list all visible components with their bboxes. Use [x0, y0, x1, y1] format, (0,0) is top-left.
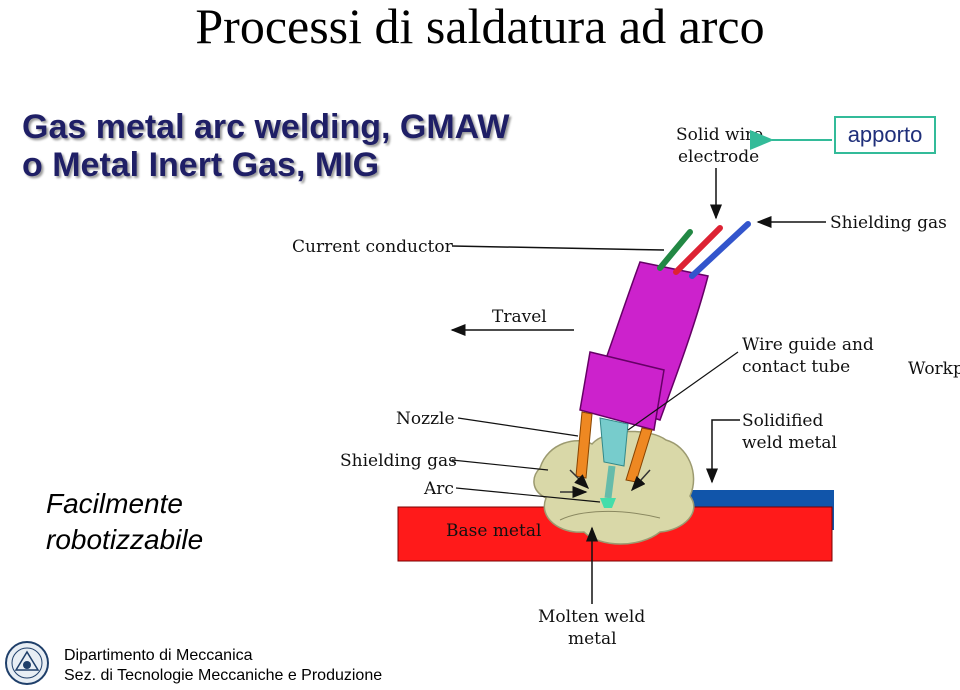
label-nozzle: Nozzle — [396, 409, 455, 429]
page-title: Processi di saldatura ad arco — [195, 0, 765, 54]
label-solid-wire-2: electrode — [678, 147, 759, 167]
note-line-2: robotizzabile — [46, 524, 204, 555]
robotizable-note: Facilmente robotizzabile — [46, 486, 203, 558]
footer: Dipartimento di Meccanica Sez. di Tecnol… — [64, 646, 382, 686]
label-shielding-gas-top: Shielding gas — [830, 213, 947, 233]
label-solidified-1: Solidified — [742, 411, 823, 431]
label-travel: Travel — [492, 307, 547, 327]
footer-line-2: Sez. di Tecnologie Meccaniche e Produzio… — [64, 667, 383, 684]
label-solidified-2: weld metal — [742, 433, 837, 453]
label-arc: Arc — [423, 479, 454, 499]
weld-pool — [533, 430, 695, 545]
arc — [600, 498, 616, 508]
subtitle-line-1: Gas metal arc welding, GMAW — [22, 108, 510, 146]
label-solid-wire-1: Solid wire — [676, 125, 763, 145]
label-molten-2: metal — [568, 629, 617, 649]
apporto-box: apporto — [834, 116, 936, 154]
label-base-metal: Base metal — [446, 521, 541, 541]
university-seal-icon — [5, 641, 49, 685]
label-shielding-gas-left: Shielding gas — [340, 451, 457, 471]
label-molten-1: Molten weld — [538, 607, 645, 627]
footer-line-1: Dipartimento di Meccanica — [64, 647, 253, 664]
subtitle-line-2: o Metal Inert Gas, MIG — [22, 146, 380, 184]
note-line-1: Facilmente — [46, 488, 183, 519]
label-wire-guide-1: Wire guide and — [742, 335, 874, 355]
subtitle: Gas metal arc welding, GMAW o Metal Iner… — [22, 108, 509, 184]
label-workpiece: Workp — [908, 359, 960, 379]
label-current-conductor: Current conductor — [292, 237, 454, 257]
label-wire-guide-2: contact tube — [742, 357, 850, 377]
